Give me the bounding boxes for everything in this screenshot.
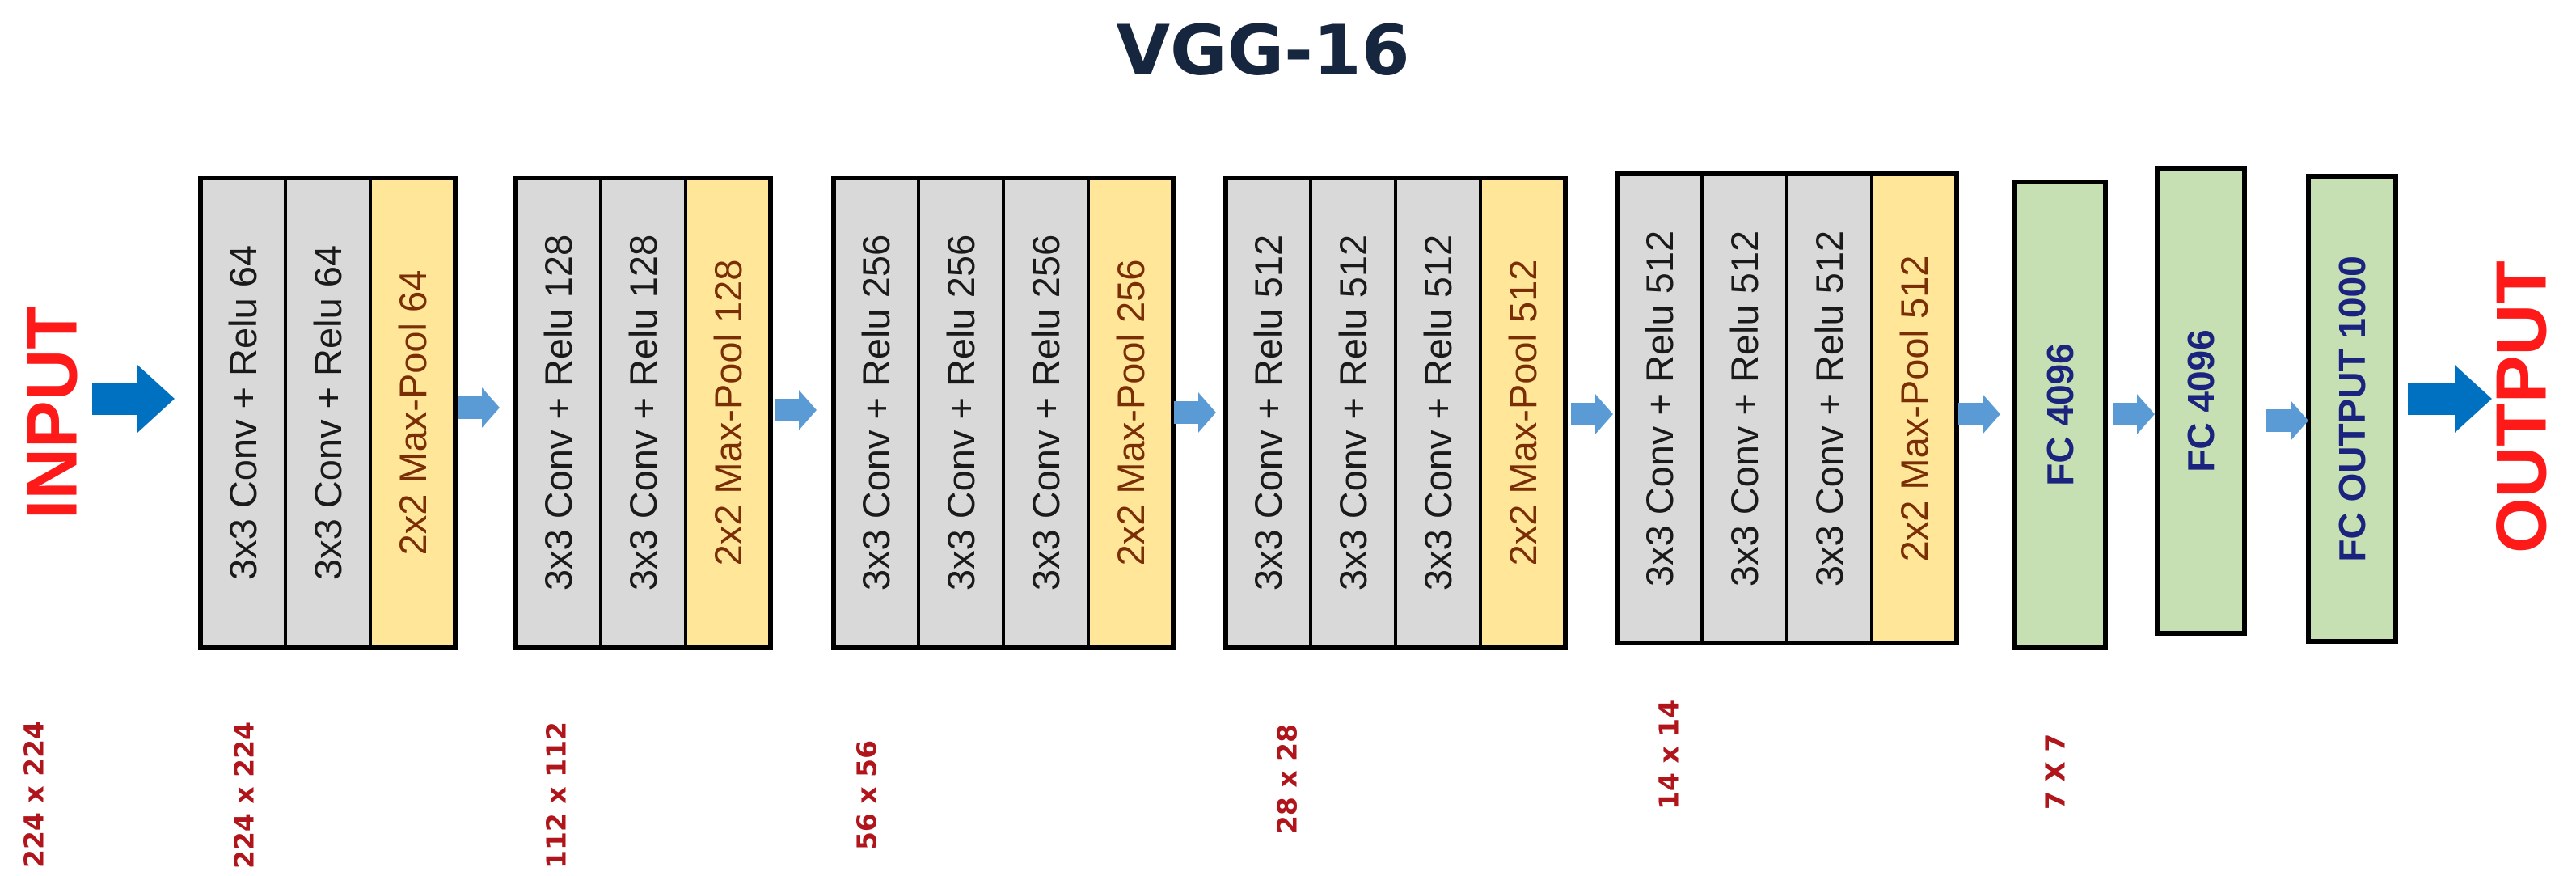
conv-layer-label: 3x3 Conv + Relu 128 [622,235,665,590]
conv-layer-label: 3x3 Conv + Relu 256 [940,235,982,590]
maxpool-layer-label: 2x2 Max-Pool 64 [391,270,434,556]
input-arrow [92,365,175,433]
layer-arrow [2113,394,2155,434]
size-label: 14 x 14 [1653,700,1685,810]
layer-arrow [775,390,817,430]
conv-layer-label: 3x3 Conv + Relu 512 [1723,231,1766,586]
size-label: 7 X 7 [2040,734,2071,810]
diagram-title: VGG-16 [1116,11,1409,91]
fc-layer-1: FC 4096 [2012,180,2108,650]
conv-layer-label: 3x3 Conv + Relu 512 [1332,235,1375,590]
fc-layer-box [2306,174,2398,644]
fc-layer-3: FC OUTPUT 1000 [2306,174,2398,644]
conv-layer-box [918,178,1003,647]
fc-layer-box [2012,180,2108,650]
conv-layer-box [1787,174,1872,643]
size-label: 224 x 224 [229,722,260,869]
conv-layer-box [1396,178,1480,647]
size-label: 28 x 28 [1272,724,1303,834]
conv-layer-box [516,178,601,647]
conv-layer-box [1617,174,1702,643]
size-label: 112 x 112 [541,722,572,869]
fc-layer-2: FC 4096 [2155,166,2247,636]
conv-layer-label: 3x3 Conv + Relu 256 [1024,235,1067,590]
fc-layers: FC 4096 FC 4096 FC OUTPUT 1000 [2012,166,2398,650]
conv-layer-box [1003,178,1088,647]
layer-arrow [1571,394,1613,434]
conv-layer-box [201,178,285,647]
conv-layer-label: 3x3 Conv + Relu 512 [1247,235,1290,590]
size-label: 224 x 224 [19,721,50,868]
layer-arrow [458,387,500,428]
maxpool-layer-box [1480,178,1565,647]
conv-layer-label: 3x3 Conv + Relu 256 [855,235,897,590]
maxpool-layer-box [1088,178,1173,647]
feature-map-sizes: 224 x 224 224 x 224 112 x 112 56 x 56 28 x 2… [19,700,2071,869]
conv-layer-label: 3x3 Conv + Relu 512 [1638,231,1681,586]
conv-layer-box [1702,174,1787,643]
conv-layer-label: 3x3 Conv + Relu 512 [1808,231,1851,586]
layer-arrow [1958,394,2000,434]
block-border [513,176,773,650]
fc-layer-label: FC OUTPUT 1000 [2331,256,2373,561]
block-border [1223,176,1568,650]
output-arrow [2408,365,2492,433]
maxpool-layer-label: 2x2 Max-Pool 512 [1893,256,1936,562]
input-label: INPUT [12,306,92,519]
block-1: 3x3 Conv + Relu 64 3x3 Conv + Relu 64 2x2 … [198,176,458,650]
maxpool-layer-box [370,178,455,647]
output-label: OUTPUT [2481,260,2561,553]
conv-layer-box [601,178,686,647]
size-label: 56 x 56 [851,740,883,850]
block-border [831,176,1176,650]
fc-layer-label: FC 4096 [2039,343,2081,485]
maxpool-layer-label: 2x2 Max-Pool 512 [1501,260,1544,566]
maxpool-layer-label: 2x2 Max-Pool 256 [1109,260,1152,566]
block-border [198,176,458,650]
conv-layer-label: 3x3 Conv + Relu 64 [222,245,264,580]
fc-layer-box [2155,166,2247,636]
conv-layer-box [1311,178,1396,647]
maxpool-layer-box [686,178,771,647]
conv-layer-box [1226,178,1311,647]
conv-layer-box [285,178,370,647]
flow-arrows [92,365,2492,441]
conv-layer-box [834,178,918,647]
block-4: 3x3 Conv + Relu 512 3x3 Conv + Relu 512 3x… [1223,176,1568,650]
conv-layer-label: 3x3 Conv + Relu 512 [1417,235,1459,590]
block-5: 3x3 Conv + Relu 512 3x3 Conv + Relu 512 3x… [1615,171,1959,645]
block-3: 3x3 Conv + Relu 256 3x3 Conv + Relu 256 3x… [831,176,1176,650]
conv-layer-label: 3x3 Conv + Relu 64 [306,245,349,580]
conv-layer-label: 3x3 Conv + Relu 128 [537,235,580,590]
maxpool-layer-label: 2x2 Max-Pool 128 [707,260,750,566]
conv-blocks: 3x3 Conv + Relu 64 3x3 Conv + Relu 64 2x2 … [198,171,1959,650]
maxpool-layer-box [1872,174,1957,643]
block-2: 3x3 Conv + Relu 128 3x3 Conv + Relu 128 2x… [513,176,773,650]
layer-arrow [2266,400,2308,441]
layer-arrow [1174,392,1216,433]
fc-layer-label: FC 4096 [2180,329,2222,472]
block-border [1615,171,1959,645]
